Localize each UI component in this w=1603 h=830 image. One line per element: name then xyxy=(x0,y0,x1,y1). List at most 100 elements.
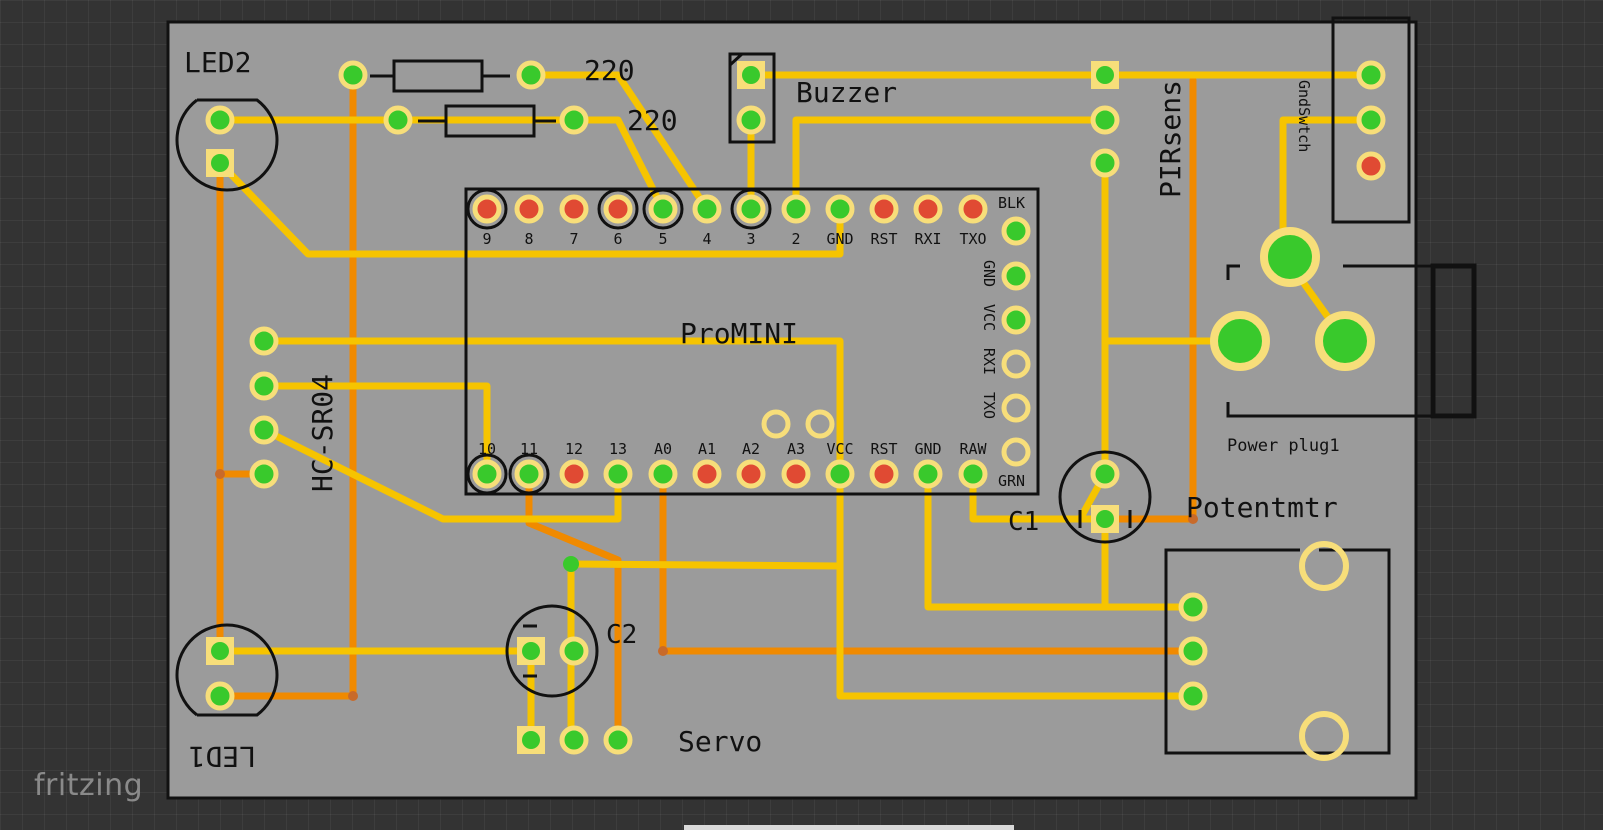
pad-potent-3[interactable] xyxy=(1178,681,1208,711)
pad-hcsr04-4[interactable] xyxy=(249,459,279,489)
pad-r2-b[interactable] xyxy=(559,105,589,135)
pad-power-2[interactable] xyxy=(1210,311,1270,371)
label-c1: C1 xyxy=(1008,507,1039,537)
promini-pin-label: 13 xyxy=(609,440,627,458)
pad-promini-9[interactable] xyxy=(472,194,502,224)
pad-promini-2[interactable] xyxy=(781,194,811,224)
pad-led2-2[interactable] xyxy=(211,154,229,172)
pad-promini-a3[interactable] xyxy=(781,459,811,489)
via-bend xyxy=(1188,514,1198,524)
label-led2: LED2 xyxy=(184,46,251,79)
pad-promini-rst[interactable] xyxy=(869,459,899,489)
pad-promini-a0[interactable] xyxy=(648,459,678,489)
horizontal-scrollbar[interactable] xyxy=(684,825,1014,830)
pad-promini-vcc[interactable] xyxy=(825,459,855,489)
pad-promini-11-highlight xyxy=(508,453,550,495)
via[interactable] xyxy=(563,556,579,572)
pad-promini-4[interactable] xyxy=(692,194,722,224)
pad-c2-2[interactable] xyxy=(559,636,589,666)
pad-c2-1[interactable] xyxy=(522,642,540,660)
via-bend xyxy=(348,691,358,701)
pad-c1-1[interactable] xyxy=(1090,459,1120,489)
pad-promini-a4[interactable] xyxy=(761,409,791,439)
pad-promini-rxi-top[interactable] xyxy=(913,194,943,224)
promini-pin-label: 8 xyxy=(524,230,533,248)
pad-promini-8[interactable] xyxy=(514,194,544,224)
pad-promini-gnd-top[interactable] xyxy=(825,194,855,224)
promini-pin-label: RAW xyxy=(959,440,987,458)
pad-promini-rxi-side[interactable] xyxy=(1001,349,1031,379)
pad-r2-a[interactable] xyxy=(383,105,413,135)
pad-promini-5-highlight xyxy=(642,188,684,230)
pad-promini-5[interactable] xyxy=(648,194,678,224)
pad-promini-gnd-side[interactable] xyxy=(1001,261,1031,291)
pad-buzzer-2[interactable] xyxy=(736,105,766,135)
pad-promini-13[interactable] xyxy=(603,459,633,489)
pad-promini-blk[interactable] xyxy=(1001,216,1031,246)
pad-switch-1[interactable] xyxy=(1356,60,1386,90)
pad-promini-a2[interactable] xyxy=(736,459,766,489)
pad-servo-2[interactable] xyxy=(559,725,589,755)
pad-led1-2[interactable] xyxy=(205,681,235,711)
pad-led1-1[interactable] xyxy=(211,642,229,660)
pad-promini-12[interactable] xyxy=(559,459,589,489)
label-gndswtch: GndSwtch xyxy=(1295,80,1313,152)
pad-promini-a5[interactable] xyxy=(805,409,835,439)
pad-servo-3[interactable] xyxy=(603,725,633,755)
pad-switch-3[interactable] xyxy=(1356,151,1386,181)
silkscreen-labels: LED2 220 220 Buzzer PIRsens GndSwtch Pro… xyxy=(184,46,1340,773)
pad-promini-rst-top[interactable] xyxy=(869,194,899,224)
pad-potent-2[interactable] xyxy=(1178,636,1208,666)
promini-pin-label: A1 xyxy=(698,440,716,458)
promini-pin-label: 11 xyxy=(520,440,538,458)
pad-promini-gnd[interactable] xyxy=(913,459,943,489)
pad-power-1[interactable] xyxy=(1260,227,1320,287)
pad-promini-txo-top[interactable] xyxy=(958,194,988,224)
pad-pir-2[interactable] xyxy=(1090,105,1120,135)
pad-promini-11[interactable] xyxy=(514,459,544,489)
pad-promini-7[interactable] xyxy=(559,194,589,224)
pad-hcsr04-3[interactable] xyxy=(249,415,279,445)
pad-r1-b[interactable] xyxy=(516,60,546,90)
pad-promini-vcc-side[interactable] xyxy=(1001,305,1031,335)
pad-promini-grn[interactable] xyxy=(1001,437,1031,467)
promini-pin-label: TXO xyxy=(980,392,998,419)
pad-pir-3[interactable] xyxy=(1090,148,1120,178)
promini-pin-label: A3 xyxy=(787,440,805,458)
pad-potent-mount-2[interactable] xyxy=(1299,711,1349,761)
pad-promini-a1[interactable] xyxy=(692,459,722,489)
pad-c1-2[interactable] xyxy=(1096,510,1114,528)
pad-servo-1[interactable] xyxy=(522,731,540,749)
pad-promini-txo-side[interactable] xyxy=(1001,393,1031,423)
silkscreen xyxy=(175,16,1477,755)
via-bend xyxy=(658,646,668,656)
pad-potent-mount-1[interactable] xyxy=(1299,541,1349,591)
pad-r1-a[interactable] xyxy=(338,60,368,90)
pad-power-3[interactable] xyxy=(1315,311,1375,371)
pcb-board[interactable] xyxy=(166,20,1418,800)
pad-switch-2[interactable] xyxy=(1356,105,1386,135)
pad-hcsr04-2[interactable] xyxy=(249,371,279,401)
pad-promini-raw[interactable] xyxy=(958,459,988,489)
promini-pin-label: RXI xyxy=(980,348,998,375)
promini-pin-label: A0 xyxy=(654,440,672,458)
pads[interactable] xyxy=(205,60,1386,761)
pad-hcsr04-1[interactable] xyxy=(249,326,279,356)
label-promini: ProMINI xyxy=(680,317,798,350)
promini-pin-label: 10 xyxy=(478,440,496,458)
pad-potent-1[interactable] xyxy=(1178,592,1208,622)
pad-pir-1[interactable] xyxy=(1096,66,1114,84)
label-potent: Potentmtr xyxy=(1186,491,1338,524)
pad-led2-1[interactable] xyxy=(205,105,235,135)
fritzing-logo: fritzing xyxy=(34,768,144,803)
promini-pin-label: 5 xyxy=(658,230,667,248)
pad-promini-10[interactable] xyxy=(472,459,502,489)
promini-pin-label: RST xyxy=(870,440,897,458)
pad-promini-6[interactable] xyxy=(603,194,633,224)
pad-buzzer-1[interactable] xyxy=(742,66,760,84)
pad-promini-3[interactable] xyxy=(736,194,766,224)
